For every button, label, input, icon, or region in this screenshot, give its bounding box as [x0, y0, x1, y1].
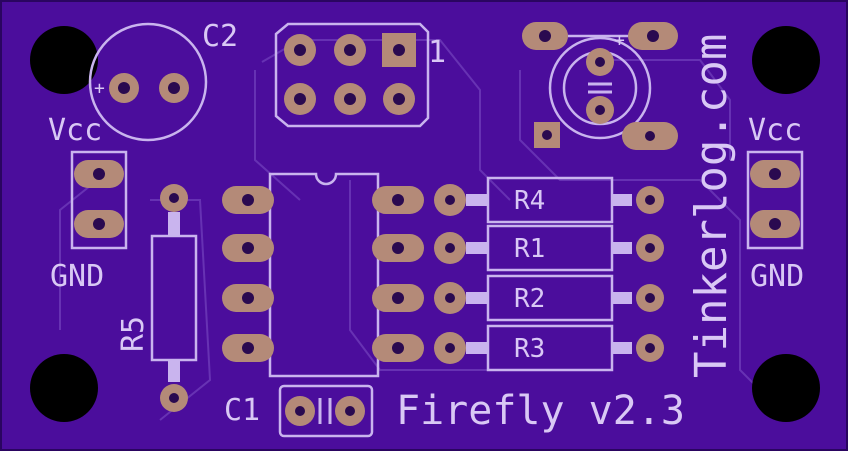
r1-label: R1	[514, 234, 545, 264]
gnd-left-label: GND	[50, 259, 104, 294]
gnd-right-label: GND	[750, 259, 804, 294]
resistor-r4: R4	[434, 176, 664, 224]
mounting-holes	[30, 26, 820, 422]
r2-label: R2	[514, 284, 545, 314]
mount-hole-bottom-right	[752, 354, 820, 422]
capacitor-c2: + C2	[88, 19, 238, 142]
resistor-r1: R1	[434, 224, 664, 272]
website-label: Tinkerlog.com	[686, 34, 737, 378]
c2-plus-sign: +	[94, 78, 105, 99]
r3-label: R3	[514, 334, 545, 364]
vcc-right-label: Vcc	[748, 113, 802, 148]
mount-hole-top-left	[30, 26, 98, 94]
led-footprint: +	[522, 22, 678, 150]
r5-label: R5	[116, 316, 151, 352]
capacitor-c1: C1	[224, 384, 374, 438]
power-connector-right: Vcc GND	[746, 113, 804, 294]
c1-label: C1	[224, 393, 260, 428]
led-plus-sign: +	[614, 30, 625, 51]
board-title: Firefly v2.3	[396, 388, 685, 434]
power-connector-left: Vcc GND	[48, 113, 128, 294]
c2-label: C2	[202, 19, 238, 54]
ic-dip8	[222, 172, 424, 378]
r4-label: R4	[514, 186, 545, 216]
mount-hole-top-right	[752, 26, 820, 94]
resistor-r3: R3	[434, 324, 664, 372]
header-2x3: 1	[274, 22, 446, 128]
resistor-r2: R2	[434, 274, 664, 322]
mount-hole-bottom-left	[30, 354, 98, 422]
vcc-left-label: Vcc	[48, 113, 102, 148]
header-pin1-label: 1	[428, 35, 446, 70]
resistor-r5: R5	[116, 184, 198, 412]
